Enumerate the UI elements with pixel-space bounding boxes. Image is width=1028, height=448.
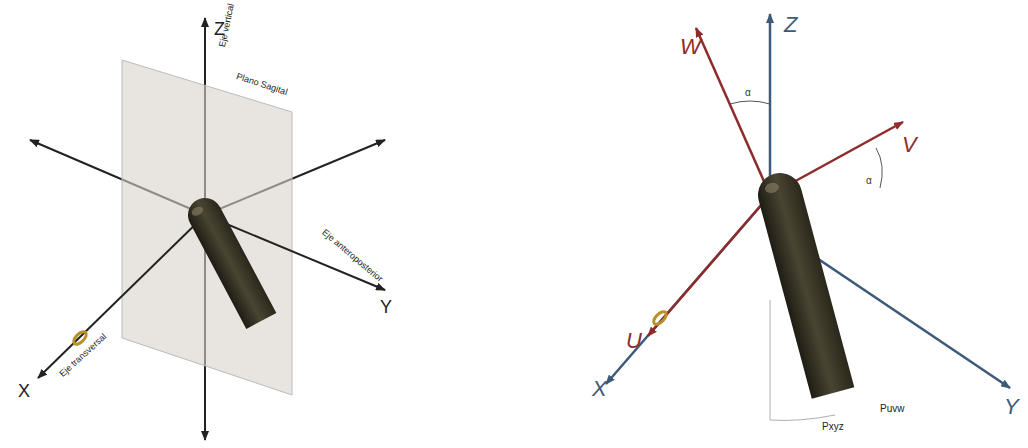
angle-symbol: α bbox=[745, 88, 751, 98]
axis-letter: X bbox=[592, 378, 607, 400]
axis-letter: U bbox=[626, 330, 642, 352]
axis-letter: X bbox=[18, 382, 30, 400]
right-figure bbox=[606, 14, 1010, 420]
axis-letter: Y bbox=[1004, 396, 1019, 418]
left-figure bbox=[30, 18, 385, 440]
point-label: Puvw bbox=[880, 404, 904, 414]
point-label: Pxyz bbox=[822, 422, 844, 432]
axis-letter: Z bbox=[784, 14, 797, 36]
axis-letter: Y bbox=[380, 298, 392, 316]
plane-name: Plano Sagital bbox=[235, 72, 288, 97]
angle-symbol: α bbox=[866, 176, 872, 186]
axis-letter: W bbox=[680, 36, 701, 58]
axis-letter: V bbox=[902, 134, 917, 156]
axis-letter: Z bbox=[214, 20, 225, 38]
